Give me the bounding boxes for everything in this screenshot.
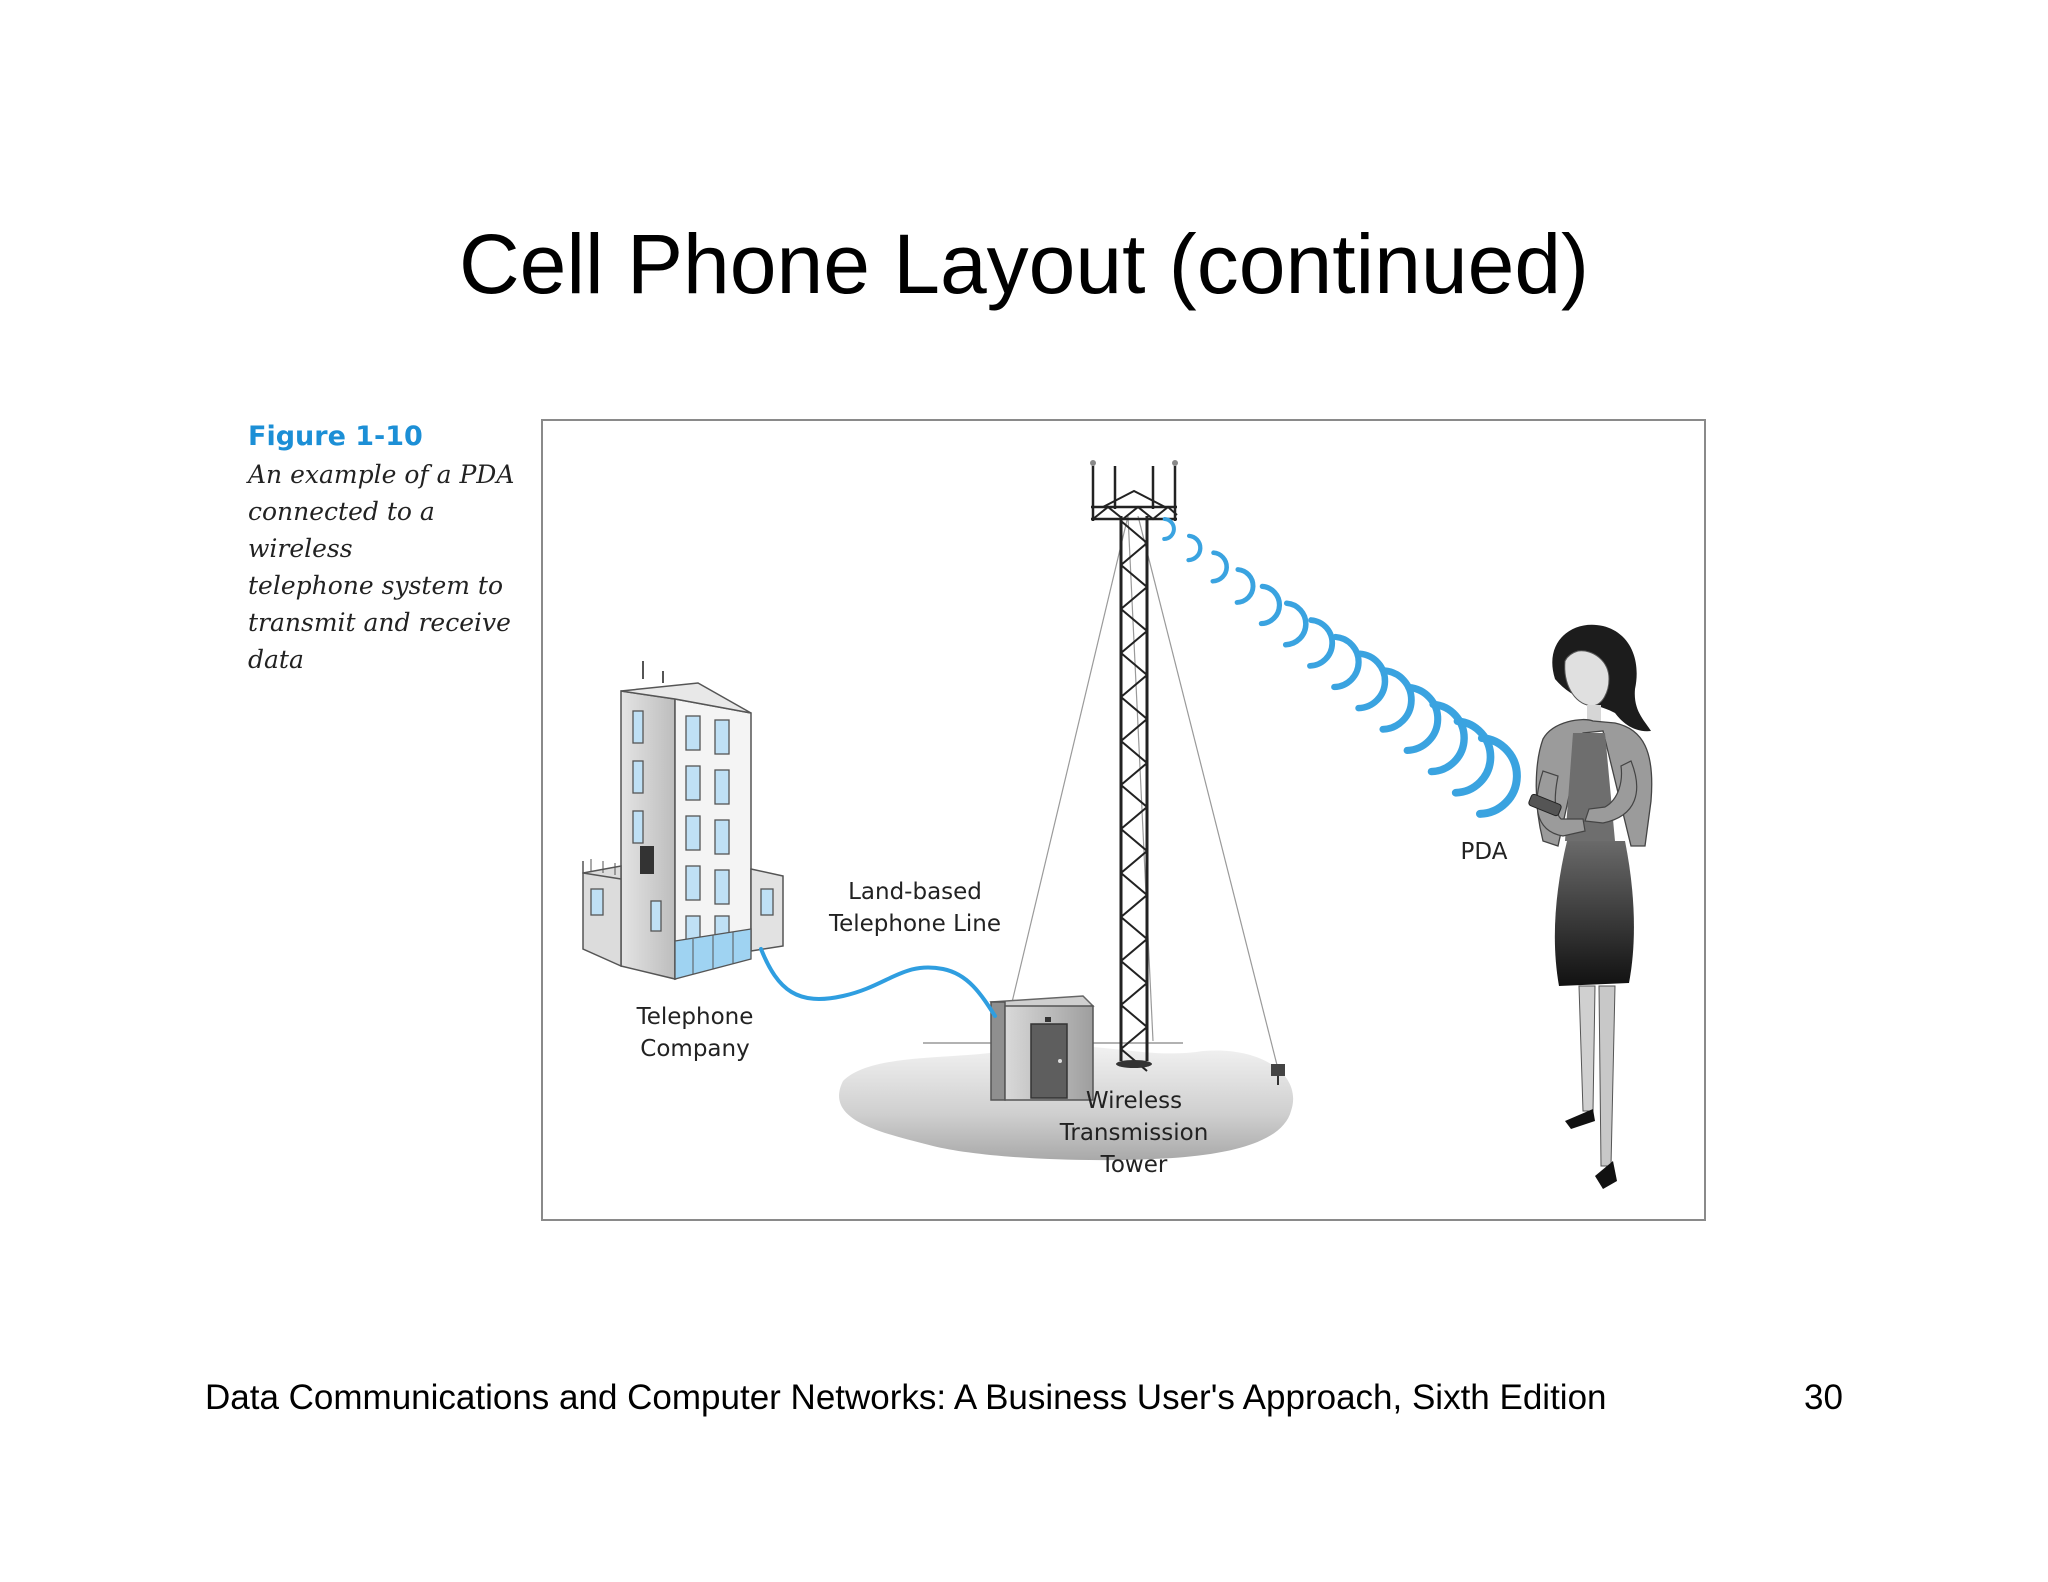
equipment-shed xyxy=(989,995,1095,1101)
signal-wave xyxy=(1427,700,1468,776)
signal-wave xyxy=(1403,683,1442,754)
svg-text:Company: Company xyxy=(640,1036,749,1062)
signal-wave xyxy=(1210,550,1229,584)
slide-footer: Data Communications and Computer Network… xyxy=(205,1378,1607,1417)
figure-illustration: Telephone Company Land-based Telephone L… xyxy=(541,419,1706,1221)
signal-wave xyxy=(1379,667,1415,733)
svg-text:Wireless: Wireless xyxy=(1086,1088,1182,1114)
person-with-pda xyxy=(1528,624,1653,1189)
figure-caption: Figure 1-10 An example of a PDA connecte… xyxy=(248,418,538,678)
page-number: 30 xyxy=(1804,1378,1843,1417)
label-tower: Wireless Transmission Tower xyxy=(1059,1088,1209,1178)
svg-text:Land-based: Land-based xyxy=(848,879,982,905)
caption-line: An example of a PDA xyxy=(248,460,515,489)
svg-text:Telephone Line: Telephone Line xyxy=(828,911,1001,937)
svg-text:Telephone: Telephone xyxy=(636,1004,754,1030)
svg-text:Transmission: Transmission xyxy=(1059,1120,1209,1146)
telephone-line xyxy=(759,947,997,1018)
transmission-tower xyxy=(1090,460,1178,1072)
signal-wave xyxy=(1355,650,1389,712)
wireless-signal xyxy=(1162,517,1521,818)
signal-wave xyxy=(1307,617,1336,669)
telephone-company-building xyxy=(582,661,784,981)
signal-wave xyxy=(1186,533,1203,563)
guy-anchor xyxy=(1271,1064,1285,1085)
signal-wave xyxy=(1282,600,1309,648)
antenna-platform xyxy=(1090,460,1178,521)
signal-wave xyxy=(1475,734,1521,818)
signal-wave xyxy=(1258,583,1283,627)
caption-line: data xyxy=(248,645,304,674)
caption-line: telephone system to xyxy=(248,571,504,600)
label-telephone-company: Telephone Company xyxy=(636,1004,754,1062)
label-land-line: Land-based Telephone Line xyxy=(828,879,1001,937)
pda-device xyxy=(1528,793,1562,817)
caption-line: transmit and receive xyxy=(248,608,511,637)
slide-title: Cell Phone Layout (continued) xyxy=(458,217,1590,311)
figure-label: Figure 1-10 xyxy=(248,421,423,452)
signal-wave xyxy=(1451,717,1495,797)
signal-wave xyxy=(1162,517,1176,541)
label-pda: PDA xyxy=(1461,839,1508,865)
signal-wave xyxy=(1234,567,1256,605)
guy-wires xyxy=(997,515,1279,1070)
caption-line: connected to a wireless xyxy=(248,497,435,563)
svg-text:Tower: Tower xyxy=(1100,1152,1168,1178)
signal-wave xyxy=(1331,633,1362,691)
